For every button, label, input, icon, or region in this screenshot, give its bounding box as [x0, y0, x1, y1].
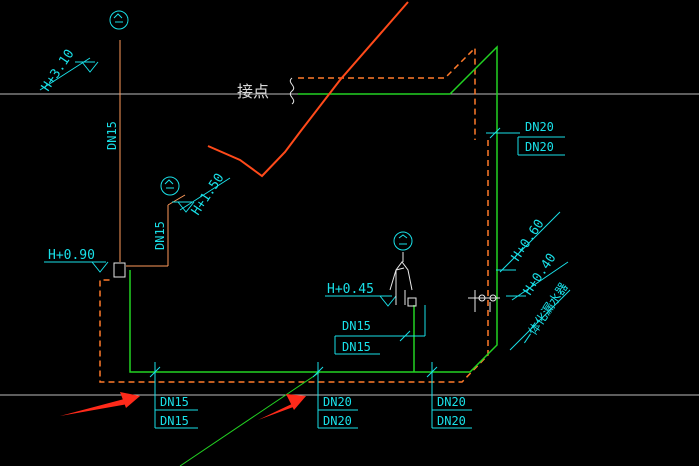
elevation-leader-h045 [325, 295, 397, 307]
pipe-size-dn20-bottom-right-upper: DN20 [437, 395, 466, 409]
leader-bottom-left [154, 362, 198, 429]
pipe-size-dn15-fixture-upper: DN15 [342, 319, 371, 333]
red-markup-stroke [207, 1, 409, 178]
pipe-size-dn15-bottom-left-lower: DN15 [160, 414, 189, 428]
orange-dashed-pipe-top [298, 46, 476, 140]
pipe-size-dn15-fixture-lower: DN15 [342, 340, 371, 354]
orange-branch-top [167, 194, 186, 206]
pipe-size-dn20-bottom-mid-lower: DN20 [323, 414, 352, 428]
wall-fixture-icon [468, 290, 500, 312]
pipe-size-dn15-vertical-top: DN15 [105, 121, 119, 150]
elevation-label-h090: H+0.90 [48, 248, 95, 263]
pipe-size-dn15-vertical-mid: DN15 [153, 221, 167, 250]
elevation-leader-h090 [44, 261, 109, 273]
break-symbol-icon [289, 77, 295, 105]
elevation-label-h045: H+0.45 [327, 282, 374, 297]
green-pipe-diagonal [179, 371, 321, 466]
elevation-label-h310: H+3.10 [39, 47, 78, 94]
pipe-size-dn20-bottom-right-lower: DN20 [437, 414, 466, 428]
node-label: 接点 [237, 82, 269, 101]
pipe-size-dn20-bottom-mid-upper: DN20 [323, 395, 352, 409]
leader-vertical-label [509, 289, 571, 351]
leader-right-dn20 [486, 132, 565, 156]
leader-bottom-right [431, 362, 472, 429]
valve-symbol [113, 262, 126, 278]
green-pipe-main [129, 45, 498, 373]
orange-dashed-pipe-right [99, 140, 489, 383]
pipe-size-dn20-right-upper: DN20 [525, 120, 554, 134]
bubble-symbol-mid [160, 176, 180, 196]
red-arrow-middle [258, 394, 306, 420]
bubble-symbol-top [109, 10, 129, 30]
pipe-size-dn15-bottom-left-upper: DN15 [160, 395, 189, 409]
elevation-leader-h060 [496, 211, 561, 273]
leader-bottom-mid [317, 362, 358, 429]
elevation-leader-h310 [39, 57, 99, 91]
red-arrow-left [60, 392, 140, 416]
leader-fixture-dn15 [334, 305, 426, 355]
pipe-ticks [149, 127, 501, 378]
elevation-leader-h150 [172, 177, 231, 213]
pipe-size-dn20-right-lower: DN20 [525, 140, 554, 154]
bubble-symbol-fixture [393, 231, 413, 251]
shower-fixture-icon [389, 252, 417, 307]
elevation-leader-h040 [506, 261, 569, 301]
elevation-label-h150: H+1.50 [189, 171, 228, 218]
